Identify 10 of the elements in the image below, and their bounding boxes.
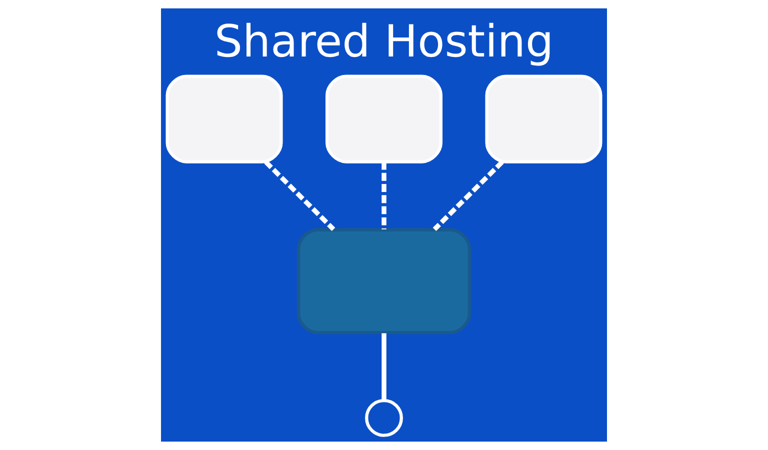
node-box [485,74,602,164]
node-box [166,74,283,164]
node-box [297,228,471,334]
connector [432,160,504,232]
node-circle [365,398,403,437]
connector [264,160,336,232]
connector [382,333,386,400]
diagram-title: Shared Hosting [214,16,554,68]
connector [382,162,386,230]
node-box [325,74,443,164]
